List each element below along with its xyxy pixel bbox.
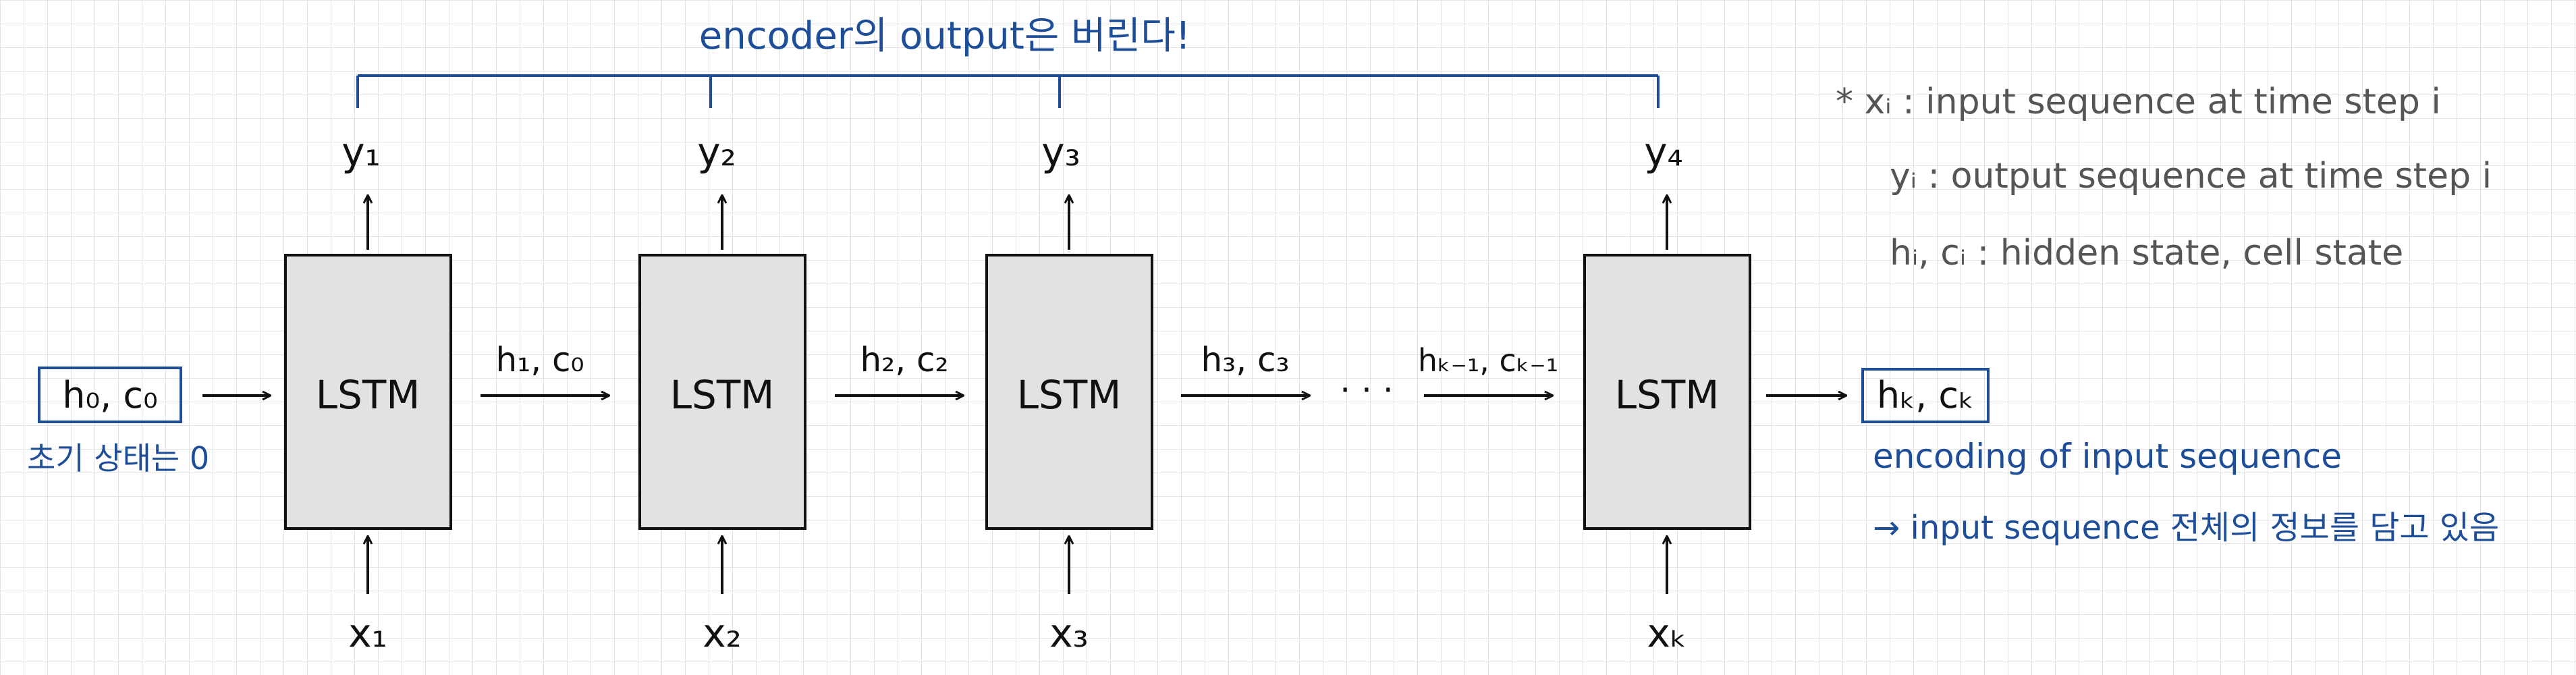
output-label: y₃	[1041, 129, 1080, 175]
transition-2: h₂, c₂	[835, 340, 963, 396]
lstm-cell-box	[638, 254, 806, 530]
transition-4: hₖ₋₁, cₖ₋₁	[1418, 342, 1558, 396]
transition-3: h₃, c₃	[1181, 340, 1309, 396]
transition-label: h₁, c₀	[495, 340, 584, 379]
lstm-cell-label: LSTM	[1615, 372, 1720, 418]
final-state-label: hₖ, cₖ	[1877, 374, 1974, 416]
initial-state-box	[38, 367, 182, 423]
output-label: y₂	[697, 129, 736, 175]
ellipsis: · · ·	[1340, 371, 1393, 410]
legend-line-2: yᵢ : output sequence at time step i	[1890, 156, 2492, 196]
final-state-note2: → input sequence 전체의 정보를 담고 있음	[1873, 509, 2499, 547]
initial-state-label: h₀, c₀	[62, 374, 158, 416]
final-state-box	[1861, 368, 1990, 423]
lstm-cell-label: LSTM	[670, 372, 775, 418]
legend-line-1: * xᵢ : input sequence at time step i	[1836, 82, 2441, 122]
lstm-cell-label: LSTM	[1017, 372, 1122, 418]
transition-label: h₂, c₂	[860, 340, 948, 379]
lstm-cell-box	[284, 254, 452, 530]
output-label: y₄	[1644, 129, 1683, 175]
transition-label: hₖ₋₁, cₖ₋₁	[1418, 342, 1558, 379]
lstm-cell-2: LSTM y₂ x₂	[638, 129, 806, 656]
lstm-cell-label: LSTM	[316, 372, 420, 418]
final-state-note1: encoding of input sequence	[1873, 437, 2342, 476]
lstm-cell-box	[1583, 254, 1751, 530]
transition-label: h₃, c₃	[1201, 340, 1289, 379]
input-label: x₃	[1049, 610, 1089, 656]
lstm-cell-1: LSTM y₁ x₁	[284, 129, 452, 656]
input-label: x₂	[703, 610, 742, 656]
output-label: y₁	[341, 129, 381, 175]
legend-line-3: hᵢ, cᵢ : hidden state, cell state	[1890, 233, 2403, 273]
input-label: x₁	[348, 610, 387, 656]
lstm-cell-box	[985, 254, 1153, 530]
lstm-cell-3: LSTM y₃ x₃	[985, 129, 1153, 656]
header-note: encoder의 output은 버린다!	[699, 14, 1190, 58]
initial-state-note: 초기 상태는 0	[27, 440, 209, 477]
lstm-cell-4: LSTM y₄ xₖ	[1583, 129, 1751, 656]
output-discard-bracket	[356, 74, 1660, 108]
transition-1: h₁, c₀	[481, 340, 609, 396]
input-label: xₖ	[1647, 610, 1687, 656]
